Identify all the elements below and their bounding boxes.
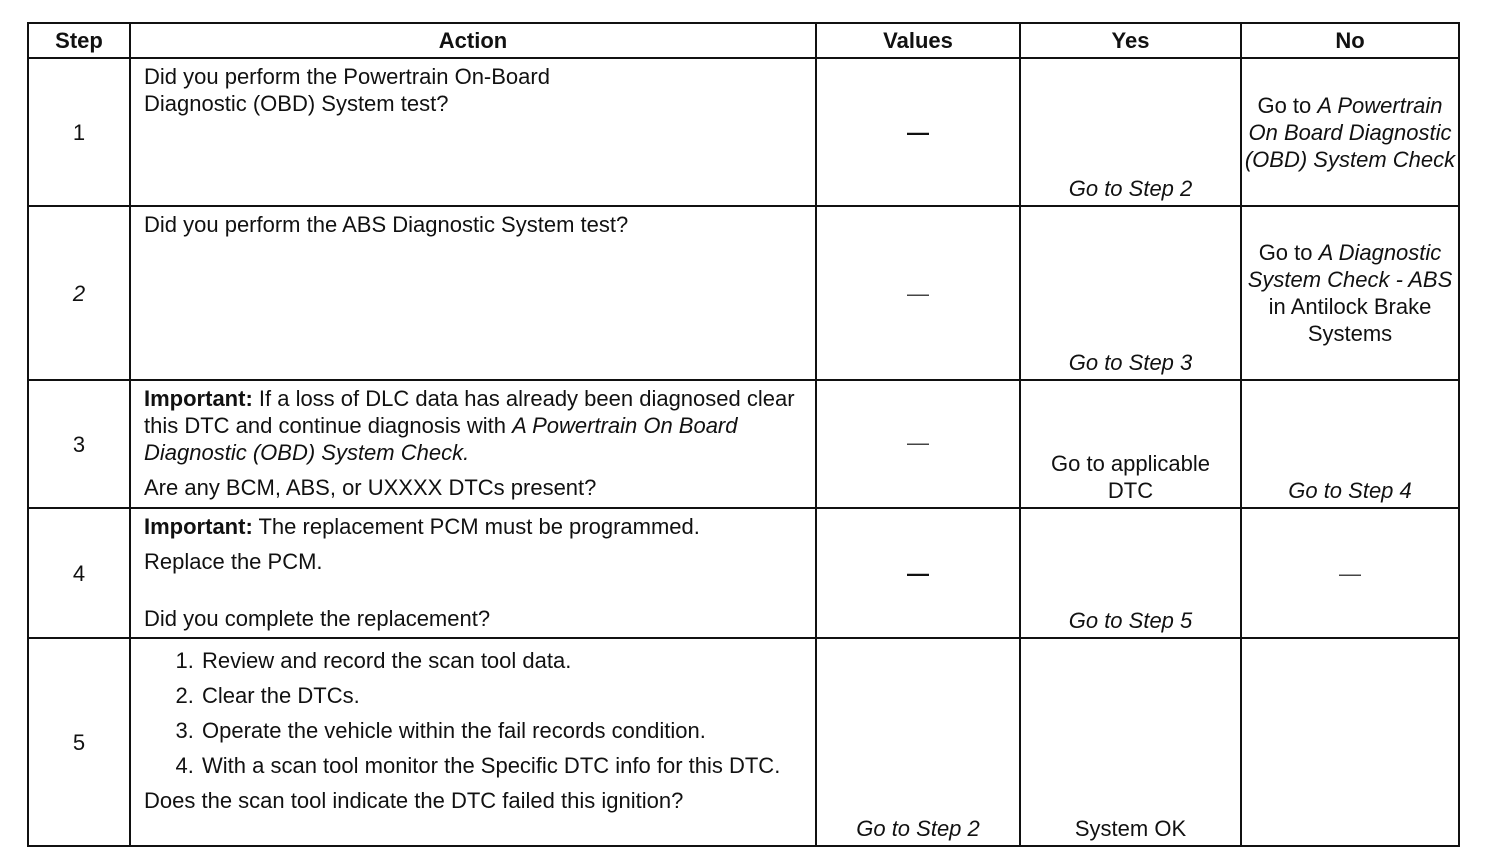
table-row-3: 3 Important: If a loss of DLC data has a… (27, 379, 1460, 509)
action-text: Did you perform the ABS Diagnostic Syste… (144, 212, 629, 237)
action-cell: Review and record the scan tool data. Cl… (129, 637, 817, 847)
header-values: Values (815, 22, 1021, 59)
table-row-1: 1 Did you perform the Powertrain On-Boar… (27, 57, 1460, 207)
list-item: Review and record the scan tool data. (200, 647, 807, 674)
table-row-5: 5 Review and record the scan tool data. … (27, 637, 1460, 847)
table-row-2: 2 Did you perform the ABS Diagnostic Sys… (27, 205, 1460, 381)
step-number: 1 (27, 57, 131, 207)
action-cell: Did you perform the Powertrain On-Board … (129, 57, 817, 207)
procedure-list: Review and record the scan tool data. Cl… (144, 647, 807, 779)
no-prefix: Go to (1257, 92, 1318, 118)
values-cell: — (815, 205, 1021, 381)
values-dash: — (907, 119, 929, 145)
values-cell: — (815, 379, 1021, 509)
step-number: 4 (27, 507, 131, 639)
list-item: With a scan tool monitor the Specific DT… (200, 752, 807, 779)
values-cell: — (815, 507, 1021, 639)
action-text: Did you perform the Powertrain On-Board (144, 64, 550, 89)
important-label: Important: (144, 514, 253, 539)
important-reference: A Powertrain On Board Diagnostic (OBD) S… (144, 413, 738, 465)
action-text: Diagnostic (OBD) System test? (144, 91, 449, 116)
step-number: 2 (27, 205, 131, 381)
list-item: Operate the vehicle within the fail reco… (200, 717, 807, 744)
action-question: Does the scan tool indicate the DTC fail… (144, 788, 684, 813)
no-cell: — (1240, 507, 1460, 639)
important-note: Important: If a loss of DLC data has alr… (144, 385, 807, 466)
header-action: Action (129, 22, 817, 59)
important-text: The replacement PCM must be programmed. (252, 514, 700, 539)
step-number: 5 (27, 637, 131, 847)
header-step: Step (27, 22, 131, 59)
values-cell: — (815, 57, 1021, 207)
no-reference: A Diagnostic System Check - ABS (1247, 240, 1453, 292)
yes-cell: Go to applicable DTC (1019, 379, 1242, 509)
table-row-4: 4 Important: The replacement PCM must be… (27, 507, 1460, 639)
step-number: 3 (27, 379, 131, 509)
values-cell: Go to Step 2 (815, 637, 1021, 847)
no-suffix: in Antilock Brake Systems (1268, 294, 1432, 346)
yes-cell: Go to Step 5 (1019, 507, 1242, 639)
header-yes: Yes (1019, 22, 1242, 59)
yes-cell: Go to Step 2 (1019, 57, 1242, 207)
header-row: Step Action Values Yes No (27, 22, 1460, 59)
no-cell: Go to A Powertrain On Board Diagnostic (… (1240, 57, 1460, 207)
no-prefix: Go to (1258, 240, 1319, 265)
list-item: Clear the DTCs. (200, 682, 807, 709)
action-cell: Important: If a loss of DLC data has alr… (129, 379, 817, 509)
yes-cell: Go to Step 3 (1019, 205, 1242, 381)
no-cell: Go to Step 4 (1240, 379, 1460, 509)
no-cell (1240, 637, 1460, 847)
diagnostic-table: Step Action Values Yes No 1 Did you perf… (27, 22, 1460, 847)
important-label: Important: (144, 386, 253, 411)
important-note: Important: The replacement PCM must be p… (144, 513, 807, 540)
action-question: Are any BCM, ABS, or UXXXX DTCs present? (144, 475, 597, 500)
action-cell: Important: The replacement PCM must be p… (129, 507, 817, 639)
important-text: If a loss of DLC data has already been d… (144, 386, 795, 438)
header-no: No (1240, 22, 1460, 59)
no-reference: A Powertrain On Board Diagnostic (OBD) S… (1244, 92, 1456, 172)
action-cell: Did you perform the ABS Diagnostic Syste… (129, 205, 817, 381)
action-question: Did you complete the replacement? (144, 606, 491, 631)
yes-cell: System OK (1019, 637, 1242, 847)
action-instruction: Replace the PCM. (144, 549, 323, 574)
no-cell: Go to A Diagnostic System Check - ABS in… (1240, 205, 1460, 381)
